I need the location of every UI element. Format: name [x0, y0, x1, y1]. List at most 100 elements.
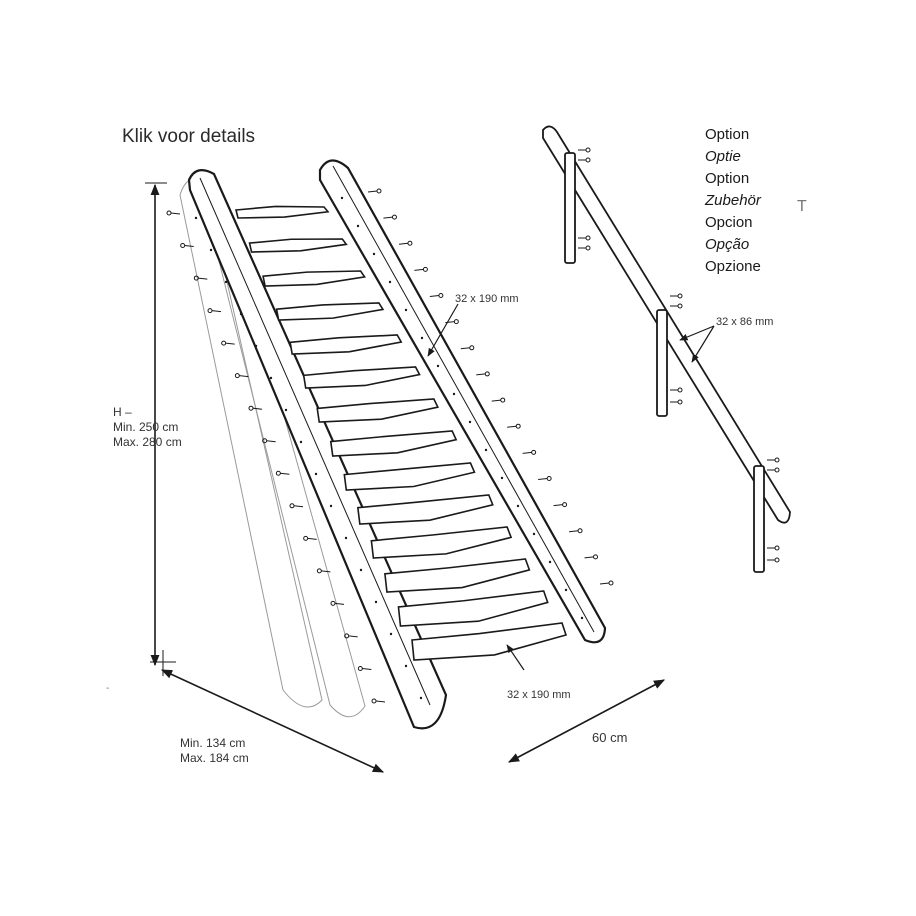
stringer-pointer	[427, 303, 459, 357]
screw-icon	[429, 293, 444, 299]
bolt-hole	[580, 616, 584, 620]
screw-icon	[289, 503, 304, 509]
bolt-hole	[359, 568, 363, 572]
option-en: Option	[705, 126, 750, 143]
screw-icon	[207, 308, 222, 314]
screw-icon	[193, 275, 208, 281]
tread	[302, 366, 421, 389]
tread	[397, 590, 549, 627]
bolt-hole	[548, 560, 552, 564]
screw-icon	[578, 147, 591, 153]
bolt-hole	[194, 216, 198, 220]
screw-icon	[371, 698, 386, 704]
screw-icon	[767, 557, 780, 563]
screw-icon	[344, 633, 358, 639]
bolt-hole	[532, 532, 536, 536]
screw-icon	[522, 449, 537, 455]
screw-icon	[767, 467, 780, 473]
screw-icon	[553, 502, 568, 508]
screw-icon	[491, 397, 506, 403]
bolt-hole	[340, 196, 344, 200]
height-label: H –	[113, 405, 132, 419]
tread	[384, 558, 531, 593]
run-tick-cross	[150, 650, 176, 676]
bolt-hole	[254, 344, 258, 348]
run-max: Max. 184 cm	[180, 751, 249, 765]
screw-icon	[670, 387, 683, 393]
screw-icon	[275, 470, 290, 476]
run-dimension: Min. 134 cm Max. 184 cm	[180, 737, 249, 767]
option-de: Zubehör	[705, 192, 761, 209]
tread-pointer	[506, 644, 525, 671]
tread	[275, 302, 385, 321]
bolt-hole	[404, 664, 408, 668]
bolt-hole	[372, 252, 376, 256]
tread	[316, 398, 440, 423]
screw-icon	[767, 545, 780, 551]
handrail-pointer-right	[691, 325, 715, 363]
screw-icon	[670, 399, 683, 405]
tread	[329, 430, 458, 457]
handrail-bracket-mid	[656, 309, 668, 417]
screw-icon	[414, 266, 428, 272]
bolt-hole	[284, 408, 288, 412]
tread-size-label: 32 x 190 mm	[507, 689, 571, 701]
bolt-hole	[419, 696, 423, 700]
screw-icon	[262, 438, 276, 444]
options-list: Option Optie Option Zubehör Opcion Opção…	[705, 127, 761, 281]
option-nl: Optie	[705, 148, 741, 165]
screw-icon	[248, 405, 263, 411]
left-stringer-inner-edge	[199, 177, 431, 706]
bolt-hole	[516, 504, 520, 508]
handrail-pointer-left	[679, 325, 715, 341]
screw-icon	[460, 345, 475, 351]
screw-icon	[670, 303, 683, 309]
stray-mark-left: -	[106, 683, 110, 694]
option-it: Opzione	[705, 258, 761, 275]
bolt-hole	[239, 312, 243, 316]
tread	[262, 270, 366, 287]
left-stringer-outline	[187, 169, 448, 730]
screw-icon	[180, 243, 194, 249]
tread	[289, 334, 403, 355]
bolt-hole	[452, 392, 456, 396]
option-pt: Opção	[705, 236, 750, 253]
tread	[343, 462, 476, 491]
bolt-hole	[374, 600, 378, 604]
tread	[370, 526, 513, 559]
screw-icon	[303, 535, 317, 541]
details-link[interactable]: Klik voor details	[122, 126, 256, 147]
bolt-hole	[436, 364, 440, 368]
bolt-hole	[314, 472, 318, 476]
screw-icon	[166, 210, 181, 216]
height-dimension: H – Min. 250 cm Max. 280 cm	[113, 406, 182, 451]
bolt-hole	[404, 308, 408, 312]
screw-icon	[330, 600, 345, 606]
screw-icon	[578, 235, 591, 241]
tread	[356, 494, 494, 525]
bolt-hole	[344, 536, 348, 540]
left-stringer	[187, 169, 448, 730]
stair-width-label: 60 cm	[592, 730, 628, 745]
fixings	[166, 188, 614, 704]
height-max: Max. 280 cm	[113, 435, 182, 449]
bolt-hole	[564, 588, 568, 592]
stray-mark-right: T	[797, 198, 807, 215]
screw-icon	[670, 293, 683, 299]
bolt-hole	[299, 440, 303, 444]
bolt-hole	[356, 224, 360, 228]
screw-icon	[398, 240, 413, 246]
bolt-hole	[388, 280, 392, 284]
run-arrow	[160, 669, 385, 773]
right-stringer	[318, 159, 607, 644]
screw-icon	[357, 665, 372, 671]
screw-icon	[367, 188, 382, 194]
stringer-size-label: 32 x 190 mm	[455, 293, 519, 305]
right-stringer-inner-edge	[332, 165, 595, 633]
tread	[411, 622, 568, 661]
bolt-hole	[329, 504, 333, 508]
bolt-hole	[420, 336, 424, 340]
bolt-hole	[468, 420, 472, 424]
